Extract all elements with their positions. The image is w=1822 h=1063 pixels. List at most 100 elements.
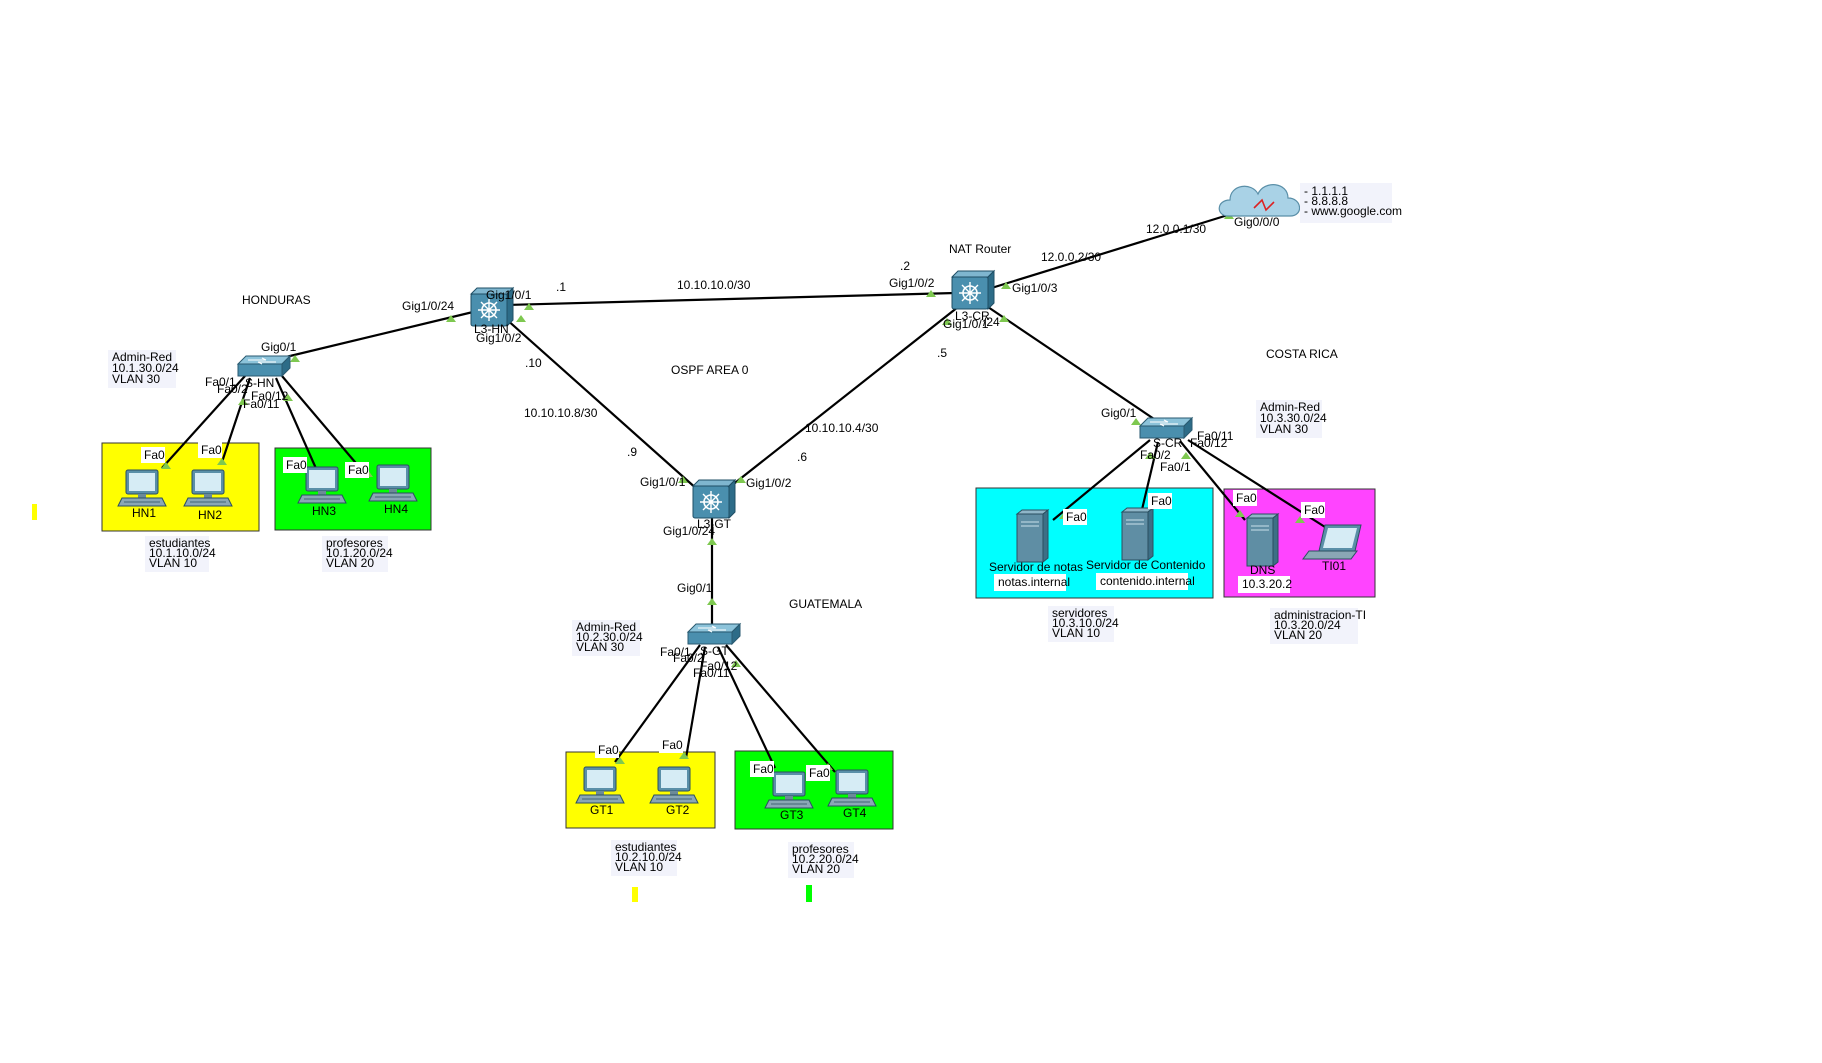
- hn4-name: HN4: [384, 502, 408, 516]
- svg-text:10.1.30.0/24: 10.1.30.0/24: [112, 361, 179, 375]
- svg-text:VLAN 20: VLAN 20: [792, 862, 840, 876]
- s-gt-name: S-GT: [700, 644, 729, 658]
- port-gt2-fa0: Fa0: [662, 738, 683, 752]
- link-l3hn-l3cr: [504, 291, 956, 307]
- port-gt1-fa0: Fa0: [598, 743, 619, 757]
- gt2-name: GT2: [666, 803, 690, 817]
- svg-text:VLAN 30: VLAN 30: [1260, 422, 1308, 436]
- ip-12-0-0-2: 12.0.0.2/30: [1041, 250, 1101, 264]
- note-gt-admin: Admin-Red 10.2.30.0/24 VLAN 30: [572, 620, 643, 656]
- dns-ip-box: [1238, 576, 1290, 593]
- ip-12-0-0-1: 12.0.0.1/30: [1146, 222, 1206, 236]
- net-10-10-10-0: 10.10.10.0/30: [677, 278, 751, 292]
- port-ti01-fa0: Fa0: [1304, 503, 1325, 517]
- port-gt4-fa0: Fa0: [809, 766, 830, 780]
- port-contenido-fa0: Fa0: [1151, 494, 1172, 508]
- note-cr-admin-ti: administracion-TI 10.3.20.0/24 VLAN 20: [1270, 608, 1366, 644]
- port-shn-fa0-1: Fa0/1: [205, 375, 236, 389]
- servidor-notas-server[interactable]: [1016, 509, 1049, 563]
- svg-text:10.2.10.0/24: 10.2.10.0/24: [615, 850, 682, 864]
- port-cr-gig1-0-24: /24: [983, 315, 1000, 329]
- svg-text:profesores: profesores: [326, 536, 383, 550]
- link-l3cr-l3gt: [725, 306, 959, 491]
- area-guatemala: GUATEMALA: [789, 597, 862, 611]
- link-scr-contenido: [1138, 441, 1160, 519]
- fa0-tags: Fa0 Fa0 Fa0 Fa0 Fa0 Fa0 Fa0 Fa0 Fa0 Fa0 …: [141, 442, 1325, 781]
- note-hn-admin: Admin-Red 10.1.30.0/24 VLAN 30: [108, 350, 179, 388]
- svg-text:estudiantes: estudiantes: [149, 536, 210, 550]
- l3-gt-switch[interactable]: [692, 479, 736, 519]
- gt4-name: GT4: [843, 806, 867, 820]
- contenido-host-box: [1096, 573, 1188, 590]
- notas-host-label: notas.internal: [998, 575, 1070, 589]
- port-shn-gig0-1: Gig0/1: [261, 340, 297, 354]
- port-scr-gig0-1: Gig0/1: [1101, 406, 1137, 420]
- port-sgt-fa0-12: Fa0/12: [700, 659, 738, 673]
- s-cr-switch[interactable]: [1139, 417, 1193, 439]
- svg-text:10.2.30.0/24: 10.2.30.0/24: [576, 630, 643, 644]
- ip-dot1: .1: [556, 280, 566, 294]
- port-cr-gig1-0-1: Gig1/0/1: [943, 317, 989, 331]
- svg-text:VLAN 20: VLAN 20: [1274, 628, 1322, 642]
- l3-hn-name: L3-HN: [474, 322, 509, 336]
- link-scr-dns: [1179, 440, 1246, 521]
- port-hn-gig1-0-1: Gig1/0/1: [486, 288, 532, 302]
- l3-cr-name: L3-CR: [955, 309, 990, 323]
- svg-text:- 1.1.1.1: - 1.1.1.1: [1304, 184, 1348, 198]
- port-sgt-fa0-2: Fa0/2: [673, 651, 704, 665]
- link-l3hn-shn: [264, 310, 474, 364]
- port-sgt-fa0-11: Fa0/11: [693, 666, 730, 680]
- port-hn1-fa0: Fa0: [144, 448, 165, 462]
- link-shn-hn1: [161, 375, 246, 469]
- servidor-contenido-server[interactable]: [1121, 507, 1154, 561]
- link-sgt-gt2: [684, 646, 707, 759]
- note-hn-estudiantes: estudiantes 10.1.10.0/24 VLAN 10: [145, 536, 216, 572]
- note-cr-servidores: servidores 10.3.10.0/24 VLAN 10: [1048, 606, 1119, 642]
- port-scr-fa0-2: Fa0/2: [1140, 448, 1171, 462]
- isp-cloud[interactable]: [1218, 183, 1301, 217]
- svg-text:10.1.10.0/24: 10.1.10.0/24: [149, 546, 216, 560]
- dns-server[interactable]: [1246, 513, 1279, 567]
- gt1-name: GT1: [590, 803, 614, 817]
- svg-text:VLAN 10: VLAN 10: [1052, 626, 1100, 640]
- l3-cr-switch[interactable]: [951, 270, 995, 310]
- ip-dot5: .5: [937, 346, 947, 360]
- net-10-10-10-4: 10.10.10.4/30: [805, 421, 879, 435]
- link-shn-hn3: [274, 377, 320, 474]
- port-gt-gig1-0-1: Gig1/0/1: [640, 475, 686, 489]
- svg-text:profesores: profesores: [792, 842, 849, 856]
- port-scr-fa0-1: Fa0/1: [1160, 460, 1191, 474]
- link-sgt-gt3: [717, 646, 776, 769]
- svg-text:Admin-Red: Admin-Red: [112, 350, 172, 364]
- port-scr-fa0-12: Fa0/12: [1190, 436, 1228, 450]
- ip-dot10: .10: [525, 356, 542, 370]
- port-shn-fa0-12: Fa0/12: [251, 389, 289, 403]
- s-gt-switch[interactable]: [687, 623, 741, 645]
- port-gt3-fa0: Fa0: [753, 762, 774, 776]
- svg-text:VLAN 10: VLAN 10: [615, 860, 663, 874]
- s-hn-name: S-HN: [245, 376, 274, 390]
- ip-dot9: .9: [627, 445, 637, 459]
- marker-green-bottom: [806, 885, 812, 902]
- s-hn-switch[interactable]: [237, 355, 291, 377]
- link-l3cr-scr: [984, 304, 1161, 424]
- port-dns-fa0: Fa0: [1236, 491, 1257, 505]
- svg-text:VLAN 20: VLAN 20: [326, 556, 374, 570]
- port-hn3-fa0: Fa0: [286, 458, 307, 472]
- s-cr-name: S-CR: [1153, 436, 1183, 450]
- port-scr-fa0-11: Fa0/11: [1197, 429, 1234, 443]
- area-ospf: OSPF AREA 0: [671, 363, 749, 377]
- port-hn4-fa0: Fa0: [348, 463, 369, 477]
- port-sgt-gig0-1: Gig0/1: [677, 581, 713, 595]
- marker-yellow-bottom: [632, 887, 638, 902]
- dns-ip-label: 10.3.20.2: [1242, 577, 1292, 591]
- svg-text:administracion-TI: administracion-TI: [1274, 608, 1366, 622]
- hn3-name: HN3: [312, 504, 336, 518]
- port-cr-gig1-0-3: Gig1/0/3: [1012, 281, 1058, 295]
- gt3-name: GT3: [780, 808, 804, 822]
- hn1-name: HN1: [132, 506, 156, 520]
- ip-dot2: .2: [900, 259, 910, 273]
- link-l3cr-nat: [984, 213, 1229, 292]
- link-l3hn-l3gt: [504, 317, 699, 491]
